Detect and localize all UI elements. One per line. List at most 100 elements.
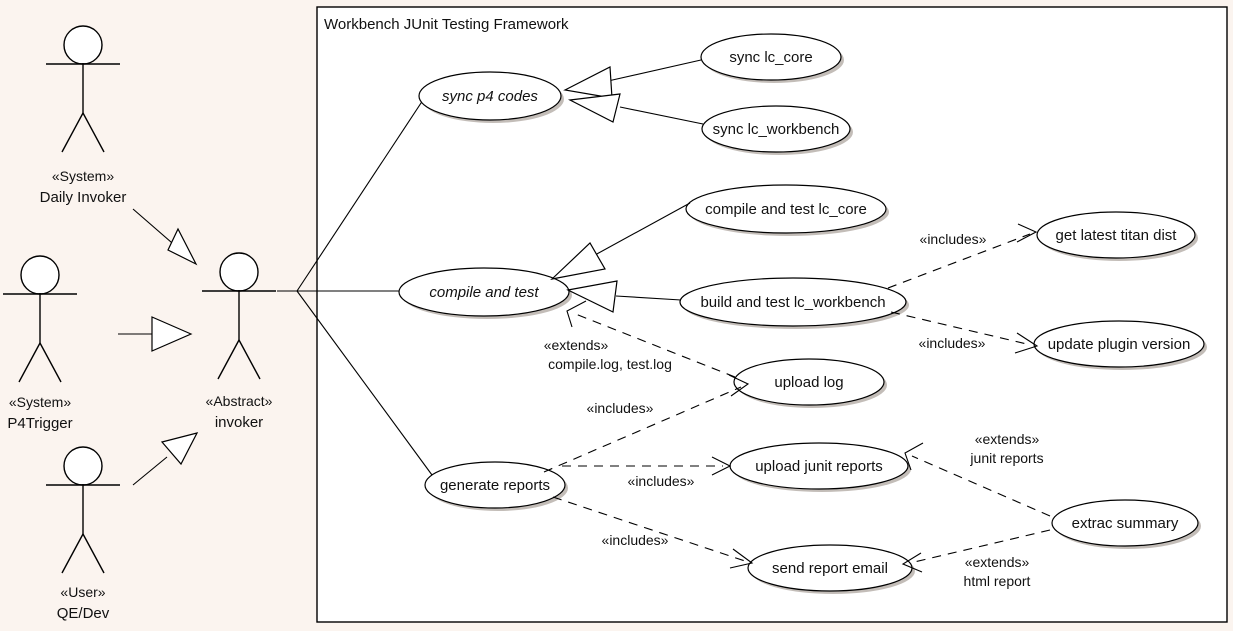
include-label: «includes» xyxy=(602,532,669,548)
extend-extrac-summary-to-send-report-email: «extends» html report xyxy=(901,529,1051,589)
ellipse-shape xyxy=(1036,211,1196,259)
use-case-label: sync p4 codes xyxy=(442,88,538,105)
actor-name-label: QE/Dev xyxy=(57,605,110,622)
actor-name-label: Daily Invoker xyxy=(40,189,127,206)
include-line xyxy=(552,496,746,562)
generalization-arrowhead xyxy=(567,93,621,123)
generalization-arrowhead xyxy=(160,432,199,466)
use-case-label: extrac summary xyxy=(1072,515,1179,532)
include-line xyxy=(543,386,742,473)
use-case-upload-junit-reports[interactable]: upload junit reports xyxy=(729,442,911,492)
actor-leg-left xyxy=(61,112,84,153)
use-case-label: sync lc_core xyxy=(729,49,812,66)
extend-label-stereotype: «extends» xyxy=(965,554,1030,570)
generalization-line xyxy=(615,295,682,301)
use-case-label: upload log xyxy=(774,374,843,391)
include-label: «includes» xyxy=(628,473,695,489)
use-case-sync-lc-core[interactable]: sync lc_core xyxy=(700,33,844,83)
actor-name-label: P4Trigger xyxy=(7,415,72,432)
use-case-label: compile and test xyxy=(429,284,539,301)
actor-leg-right xyxy=(82,533,105,574)
include-titan-dist: «includes» xyxy=(887,223,1038,289)
include-arrowhead xyxy=(711,456,732,476)
actor-head-icon xyxy=(20,255,60,295)
actor-name-label: invoker xyxy=(215,414,263,431)
include-update-plugin: «includes» xyxy=(890,311,1039,354)
ellipse-shape xyxy=(418,71,562,121)
generalization-daily-invoker-to-invoker xyxy=(132,208,198,266)
actor-p4trigger[interactable]: «System» P4Trigger xyxy=(3,255,77,432)
include-arrowhead xyxy=(1016,223,1038,243)
extend-upload-log-to-compile-and-test: «extends» compile.log, test.log xyxy=(544,300,736,378)
include-send-report-email: «includes» xyxy=(552,496,754,569)
extend-line xyxy=(572,312,736,378)
ellipse-shape xyxy=(398,267,570,317)
association-to-generate-reports xyxy=(296,290,433,476)
actor-leg-left xyxy=(217,339,240,380)
actor-abstract-invoker[interactable]: «Abstract» invoker xyxy=(202,252,276,431)
generalization-build-test-lc-workbench xyxy=(566,280,682,313)
extend-label-detail: compile.log, test.log xyxy=(548,356,672,372)
actor-leg-right xyxy=(82,112,105,153)
use-case-upload-log[interactable]: upload log xyxy=(733,358,887,408)
generalization-line xyxy=(132,456,168,486)
actor-stereotype-label: «Abstract» xyxy=(206,393,273,409)
generalization-line xyxy=(619,106,704,125)
generalization-line xyxy=(594,202,691,256)
actor-stereotype-label: «System» xyxy=(9,394,71,410)
include-upload-junit-reports: «includes» xyxy=(562,456,732,489)
include-line xyxy=(890,311,1032,346)
use-case-generate-reports[interactable]: generate reports xyxy=(424,461,568,511)
frame-title: Workbench JUnit Testing Framework xyxy=(324,16,569,33)
ellipse-shape xyxy=(424,461,566,509)
generalization-compile-test-lc-core xyxy=(550,202,691,280)
generalization-arrowhead xyxy=(167,227,198,266)
ellipse-shape xyxy=(701,105,851,153)
generalization-sync-lc-workbench xyxy=(567,93,704,125)
include-label: «includes» xyxy=(920,231,987,247)
generalization-arrowhead xyxy=(566,280,618,313)
use-case-build-and-test-lc-workbench[interactable]: build and test lc_workbench xyxy=(679,277,909,329)
use-case-extrac-summary[interactable]: extrac summary xyxy=(1051,499,1201,549)
use-case-label: update plugin version xyxy=(1048,336,1191,353)
actor-head-icon xyxy=(219,252,259,292)
use-case-label: compile and test lc_core xyxy=(705,201,867,218)
include-arrowhead xyxy=(729,548,754,569)
use-case-get-latest-titan-dist[interactable]: get latest titan dist xyxy=(1036,211,1198,261)
include-label: «includes» xyxy=(919,335,986,351)
generalization-p4trigger-to-invoker xyxy=(118,316,193,352)
use-case-sync-p4-codes[interactable]: sync p4 codes xyxy=(418,71,564,123)
use-case-label: generate reports xyxy=(440,477,550,494)
generalization-arrowhead xyxy=(550,242,606,280)
generalization-line xyxy=(607,59,702,82)
actor-stereotype-label: «System» xyxy=(52,168,114,184)
ellipse-shape xyxy=(700,33,842,81)
extend-line xyxy=(909,529,1051,564)
generalization-sync-lc-core xyxy=(563,59,702,99)
generalization-qe-dev-to-invoker xyxy=(132,432,199,486)
extend-label-detail: junit reports xyxy=(969,450,1043,466)
include-label: «includes» xyxy=(587,400,654,416)
ellipse-shape xyxy=(679,277,907,327)
actor-qe-dev[interactable]: «User» QE/Dev xyxy=(46,446,120,622)
actor-head-icon xyxy=(63,25,103,65)
ellipse-shape xyxy=(733,358,885,406)
actor-daily-invoker[interactable]: «System» Daily Invoker xyxy=(40,25,127,206)
use-case-compile-and-test[interactable]: compile and test xyxy=(398,267,572,319)
actor-leg-right xyxy=(39,342,62,383)
use-case-sync-lc-workbench[interactable]: sync lc_workbench xyxy=(701,105,853,155)
include-upload-log: «includes» xyxy=(543,374,750,473)
use-case-label: get latest titan dist xyxy=(1056,227,1178,244)
extend-extrac-summary-to-junit-reports: «extends» junit reports xyxy=(904,431,1051,517)
include-arrowhead xyxy=(1014,332,1039,354)
use-case-label: upload junit reports xyxy=(755,458,883,475)
extend-arrowhead xyxy=(566,300,587,328)
use-case-send-report-email[interactable]: send report email xyxy=(747,544,915,594)
use-case-label: build and test lc_workbench xyxy=(700,294,885,311)
use-case-compile-and-test-lc-core[interactable]: compile and test lc_core xyxy=(685,184,889,236)
extend-arrowhead xyxy=(904,442,924,471)
include-arrowhead xyxy=(728,374,750,397)
use-case-update-plugin-version[interactable]: update plugin version xyxy=(1033,320,1207,370)
